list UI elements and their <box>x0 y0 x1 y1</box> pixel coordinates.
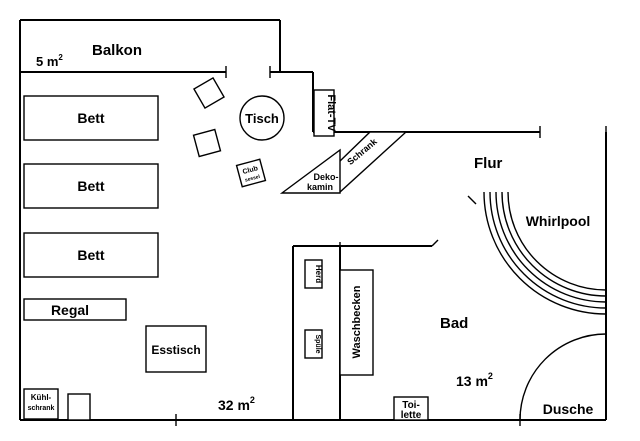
main-room-area: 32 m2 <box>218 395 255 413</box>
stove: Herd <box>304 259 323 289</box>
bath-area: 13 m2 <box>456 371 493 389</box>
chair-2 <box>192 128 222 158</box>
bed-1: Bett <box>23 95 159 141</box>
bed-3-label: Bett <box>77 247 105 263</box>
fridge-label-1: Kühl- <box>31 393 52 402</box>
bath-label: Bad <box>440 315 468 332</box>
shelf: Regal <box>23 298 127 321</box>
walls <box>19 19 607 426</box>
dining-table-label: Esstisch <box>151 343 200 357</box>
washbasin-label: Waschbecken <box>351 285 363 358</box>
shower: Dusche <box>519 333 607 421</box>
shower-label: Dusche <box>543 401 594 417</box>
fridge: Kühl- schrank <box>23 388 59 420</box>
club-chair-label-1: Club <box>242 165 259 176</box>
shelf-label: Regal <box>51 302 89 318</box>
washbasin: Waschbecken <box>339 269 374 376</box>
table-label: Tisch <box>245 111 279 126</box>
fireplace-label-2: kamin <box>307 182 333 192</box>
dining-table: Esstisch <box>145 325 207 373</box>
bed-3: Bett <box>23 232 159 278</box>
fridge-label-2: schrank <box>28 405 55 412</box>
cabinet-small <box>67 393 91 421</box>
flat-tv-label: Flat-TV <box>325 94 337 132</box>
club-chair-label-2: sessel <box>244 174 261 184</box>
sink: Spüle <box>304 329 323 359</box>
bed-2: Bett <box>23 163 159 209</box>
fireplace-label-1: Deko- <box>313 172 338 182</box>
sink-label: Spüle <box>314 334 321 353</box>
flat-tv: Flat-TV <box>313 89 337 137</box>
bed-2-label: Bett <box>77 178 105 194</box>
toilet-label-2: lette <box>401 410 422 421</box>
toilet-label-1: Toi- <box>402 400 420 411</box>
balcony-label: Balkon <box>92 42 142 59</box>
bed-1-label: Bett <box>77 110 105 126</box>
fireplace: Deko- kamin <box>279 148 341 194</box>
whirlpool: Whirlpool <box>483 191 607 315</box>
toilet: Toi- lette <box>393 396 429 421</box>
table: Tisch <box>239 95 285 141</box>
whirlpool-label: Whirlpool <box>526 213 591 229</box>
hall-label: Flur <box>474 155 502 172</box>
club-chair: Club sessel <box>235 158 267 188</box>
stove-label: Herd <box>314 265 323 283</box>
balcony-area: 5 m2 <box>36 53 63 69</box>
chair-1 <box>193 77 225 109</box>
